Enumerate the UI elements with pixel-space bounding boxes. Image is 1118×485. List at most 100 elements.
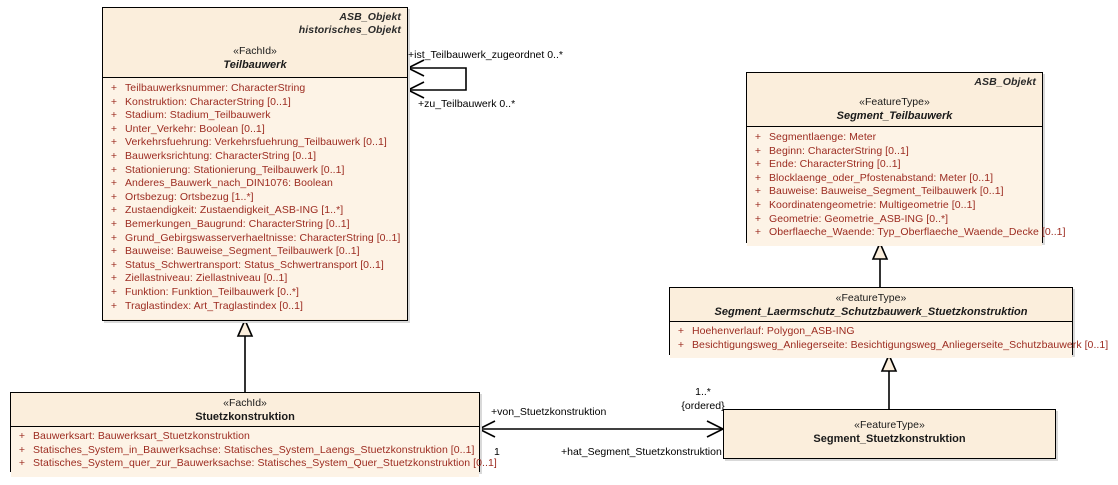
attribute-text: Hoehenverlauf: Polygon_ASB-ING xyxy=(692,325,855,337)
class-segment-laermschutz-name: Segment_Laermschutz_Schutzbauwerk_Stuetz… xyxy=(714,306,1028,318)
class-segment-teilbauwerk-name: Segment_Teilbauwerk xyxy=(836,110,953,122)
visibility-marker: + xyxy=(110,231,118,244)
attribute-row: + Ziellastniveau: Ziellastniveau [0..1] xyxy=(103,272,407,286)
attribute-row: +Ende: CharacterString [0..1] xyxy=(747,158,1042,172)
attribute-text: Bauweise: Bauweise_Segment_Teilbauwerk [… xyxy=(769,185,1004,198)
visibility-marker: + xyxy=(18,457,26,470)
multiplicity-target: 1..* xyxy=(695,386,711,398)
visibility-marker: + xyxy=(754,198,762,211)
attribute-row: + Traglastindex: Art_Traglastindex [0..1] xyxy=(103,300,407,314)
visibility-marker: + xyxy=(110,177,118,190)
attribute-row: +Bauweise: Bauweise_Segment_Teilbauwerk … xyxy=(747,185,1042,199)
class-segment-teilbauwerk-header: ASB_Objekt «FeatureType» Segment_Teilbau… xyxy=(747,73,1042,127)
class-segment-stuetzkonstruktion[interactable]: «FeatureType» Segment_Stuetzkonstruktion xyxy=(723,409,1056,459)
class-segment-teilbauwerk[interactable]: ASB_Objekt «FeatureType» Segment_Teilbau… xyxy=(746,72,1066,246)
visibility-marker: + xyxy=(754,144,762,157)
attribute-row: +Oberflaeche_Waende: Typ_Oberflaeche_Wae… xyxy=(747,226,1066,240)
class-teilbauwerk-header: ASB_Objekt historisches_Objekt «FachId» … xyxy=(103,8,407,78)
attribute-text: Statisches_System_in_Bauwerksachse: Stat… xyxy=(33,443,475,456)
attribute-row: +Bauwerksrichtung: CharacterString [0..1… xyxy=(103,150,407,164)
visibility-marker: + xyxy=(754,131,762,143)
attribute-text: Blocklaenge_oder_Pfostenabstand: Meter [… xyxy=(769,171,994,184)
visibility-marker: + xyxy=(677,325,685,337)
class-segment-laermschutz-schutzbauwerk-stuetzkonstruktion[interactable]: «FeatureType» Segment_Laermschutz_Schutz… xyxy=(669,287,1108,359)
visibility-marker: + xyxy=(18,443,26,456)
attribute-row: + Verkehrsfuehrung: Verkehrsfuehrung_Teil… xyxy=(103,136,407,150)
attribute-text: Status_Schwertransport: Status_Schwertra… xyxy=(125,258,384,271)
visibility-marker: + xyxy=(110,136,118,149)
visibility-marker: + xyxy=(754,171,762,184)
class-teilbauwerk-name: Teilbauwerk xyxy=(223,59,287,71)
class-teilbauwerk-attributes: +Teilbauwerksnummer: CharacterString + Ko… xyxy=(103,78,407,320)
attribute-text: Geometrie: Geometrie_ASB-ING [0..*] xyxy=(769,212,949,225)
attribute-text: Verkehrsfuehrung: Verkehrsfuehrung_Teilb… xyxy=(125,136,387,149)
attribute-text: Beginn: CharacterString [0..1] xyxy=(769,144,909,157)
multiplicity-source: 1 xyxy=(494,446,500,458)
class-segment-teilbauwerk-stereotype: «FeatureType» xyxy=(859,96,930,108)
class-segment-laermschutz-stereotype: «FeatureType» xyxy=(835,292,907,304)
visibility-marker: + xyxy=(110,82,118,94)
attribute-row: +Funktion: Funktion_Teilbauwerk [0..*] xyxy=(103,286,407,300)
attribute-row: +Ortsbezug: Ortsbezug [1..*] xyxy=(103,191,407,205)
class-segment-stuetzkonstruktion-name: Segment_Stuetzkonstruktion xyxy=(813,433,966,445)
attribute-text: Bauweise: Bauweise_Segment_Teilbauwerk [… xyxy=(125,245,360,258)
visibility-marker: + xyxy=(754,212,762,225)
attribute-row: + Konstruktion: CharacterString [0..1] xyxy=(103,96,407,110)
attribute-text: Unter_Verkehr: Boolean [0..1] xyxy=(125,122,265,135)
class-stuetzkonstruktion-attributes: +Bauwerksart: Bauwerksart_Stuetzkonstruk… xyxy=(11,427,497,477)
attribute-row: + Grund_Gebirgswasserverhaeltnisse: Chara… xyxy=(103,232,407,246)
class-stuetzkonstruktion-header: «FachId» Stuetzkonstruktion xyxy=(11,393,479,427)
attribute-text: Konstruktion: CharacterString [0..1] xyxy=(125,95,291,108)
attribute-text: Bauwerksrichtung: CharacterString [0..1] xyxy=(125,149,317,162)
attribute-text: Ende: CharacterString [0..1] xyxy=(769,158,901,171)
attribute-text: Besichtigungsweg_Anliegerseite: Besichti… xyxy=(692,338,1109,351)
attribute-row: + Blocklaenge_oder_Pfostenabstand: Meter … xyxy=(747,172,1042,186)
attribute-text: Stadium: Stadium_Teilbauwerk xyxy=(125,109,271,122)
attribute-text: Ziellastniveau: Ziellastniveau [0..1] xyxy=(125,272,288,285)
class-stuetzkonstruktion[interactable]: «FachId» Stuetzkonstruktion +Bauwerksart… xyxy=(10,392,497,477)
multiplicity-target-constraint: {ordered} xyxy=(681,400,725,412)
visibility-marker: + xyxy=(18,430,26,442)
attribute-text: Statisches_System_quer_zur_Bauwerksachse… xyxy=(33,457,497,470)
attribute-row: + Besichtigungsweg_Anliegerseite: Besicht… xyxy=(670,338,1108,353)
attribute-row: +Stadium: Stadium_Teilbauwerk xyxy=(103,109,407,123)
visibility-marker: + xyxy=(110,190,118,203)
attribute-row: +Status_Schwertransport: Status_Schwertr… xyxy=(103,259,407,273)
attribute-row: + Statisches_System_in_Bauwerksachse: Sta… xyxy=(11,444,479,458)
visibility-marker: + xyxy=(110,217,118,230)
attribute-row: +Segmentlaenge: Meter xyxy=(747,131,1042,145)
attribute-row: + Bemerkungen_Baugrund: CharacterString [… xyxy=(103,218,407,232)
class-segment-laermschutz-attributes: + Hoehenverlauf: Polygon_ASB-ING + Besicht… xyxy=(670,322,1108,359)
attribute-row: +Unter_Verkehr: Boolean [0..1] xyxy=(103,123,407,137)
class-teilbauwerk-stereotype: «FachId» xyxy=(233,45,277,57)
visibility-marker: + xyxy=(754,226,762,239)
class-teilbauwerk-meta-0: ASB_Objekt xyxy=(339,11,401,23)
class-segment-stuetzkonstruktion-stereotype: «FeatureType» xyxy=(854,419,925,431)
attribute-row: + Koordinatengeometrie: Multigeometrie [0… xyxy=(747,199,1042,213)
attribute-row: +Teilbauwerksnummer: CharacterString xyxy=(103,82,407,96)
visibility-marker: + xyxy=(677,338,685,351)
attribute-row: + Geometrie: Geometrie_ASB-ING [0..*] xyxy=(747,213,1042,227)
class-stuetzkonstruktion-name: Stuetzkonstruktion xyxy=(195,411,295,423)
visibility-marker: + xyxy=(110,163,118,176)
class-teilbauwerk[interactable]: ASB_Objekt historisches_Objekt «FachId» … xyxy=(102,7,408,321)
attribute-row: + Beginn: CharacterString [0..1] xyxy=(747,145,1042,159)
attribute-text: Grund_Gebirgswasserverhaeltnisse: Charac… xyxy=(125,231,401,244)
visibility-marker: + xyxy=(110,299,118,312)
attribute-row: + Statisches_System_quer_zur_Bauwerksachs… xyxy=(11,457,497,471)
attribute-text: Stationierung: Stationierung_Teilbauwerk… xyxy=(125,163,345,176)
visibility-marker: + xyxy=(110,95,118,108)
attribute-text: Traglastindex: Art_Traglastindex [0..1] xyxy=(125,299,304,312)
attribute-text: Bemerkungen_Baugrund: CharacterString [0… xyxy=(125,217,350,230)
class-teilbauwerk-meta-1: historisches_Objekt xyxy=(298,24,401,36)
visibility-marker: + xyxy=(110,272,118,285)
class-segment-stuetzkonstruktion-header: «FeatureType» Segment_Stuetzkonstruktion xyxy=(724,410,1055,458)
attribute-row: +Zustaendigkeit: Zustaendigkeit_ASB-ING … xyxy=(103,204,407,218)
visibility-marker: + xyxy=(110,204,118,217)
attribute-text: Anderes_Bauwerk_nach_DIN1076: Boolean xyxy=(125,177,333,190)
attribute-row: + Bauweise: Bauweise_Segment_Teilbauwerk … xyxy=(103,245,407,259)
visibility-marker: + xyxy=(110,245,118,258)
class-segment-laermschutz-header: «FeatureType» Segment_Laermschutz_Schutz… xyxy=(670,288,1072,322)
attribute-text: Koordinatengeometrie: Multigeometrie [0.… xyxy=(769,198,976,211)
